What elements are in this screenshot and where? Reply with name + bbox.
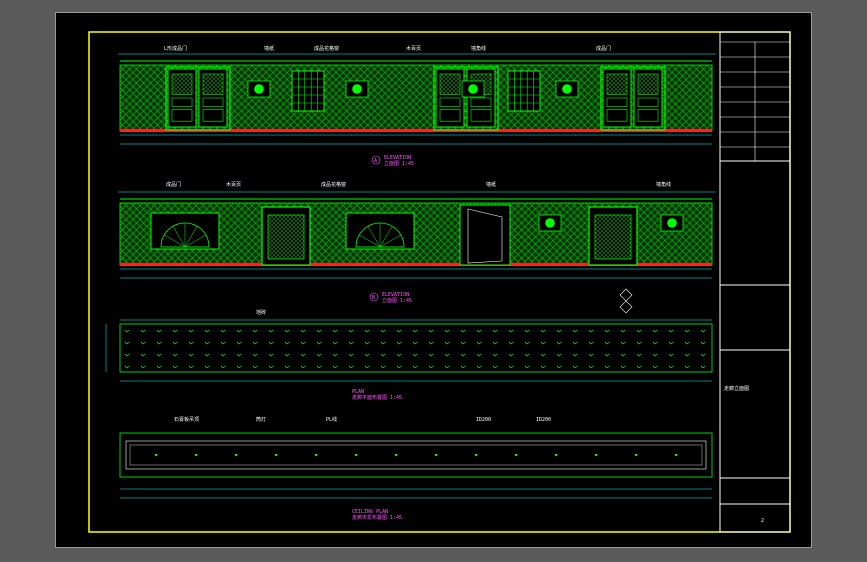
elev-b-title: ELEVATION: [382, 292, 409, 298]
ceiling-light: [154, 453, 158, 457]
elev-a-label-3: 成品花格窗: [314, 45, 339, 52]
ceiling-light: [234, 453, 238, 457]
cad-viewport[interactable]: 走廊立面图 2 L形成品门 墙纸 成品花格窗 木百页 墙角线 成品门 A ELE…: [55, 12, 812, 548]
ceiling-label-3: PL线: [326, 416, 337, 423]
elev-b-number: B: [372, 295, 375, 301]
plan-title: PLAN: [352, 389, 364, 395]
ceiling-light: [474, 453, 478, 457]
ceiling-label-5: ID200: [536, 417, 551, 423]
elev-a-label-5: 墙角线: [471, 45, 486, 52]
door-frame: [165, 66, 231, 131]
ceiling-light: [434, 453, 438, 457]
elev-a-label-6: 成品门: [596, 45, 611, 52]
ceiling-light: [554, 453, 558, 457]
elev-a-number: A: [374, 158, 377, 164]
ceiling-title: CEILING PLAN: [352, 509, 388, 515]
elev-a-subtitle: 立面图 1:45: [384, 160, 414, 167]
ceiling-light: [514, 453, 518, 457]
door-frame: [600, 66, 666, 131]
ceiling-light: [674, 453, 678, 457]
elev-b-label-3: 成品花格窗: [321, 181, 346, 188]
elev-b-label-2: 木百页: [226, 181, 241, 188]
ceiling-light: [634, 453, 638, 457]
plan-view: 地砖 PLAN 走廊平面布置图 1:45: [105, 288, 713, 401]
elev-a-label-2: 墙纸: [264, 45, 274, 52]
ceiling-light: [354, 453, 358, 457]
ceiling-label-2: 筒灯: [256, 416, 266, 423]
elev-a-label-1: L形成品门: [164, 45, 187, 52]
ceiling-plan: 石膏板吊顶 筒灯 PL线 ID200 ID200 CEILING PLAN 走廊…: [119, 416, 713, 521]
title-block-sheet-number: 2: [761, 518, 764, 524]
ceiling-light: [194, 453, 198, 457]
elevation-a: L形成品门 墙纸 成品花格窗 木百页 墙角线 成品门 A ELEVATION 立…: [118, 45, 716, 167]
drawing-sheet: 走廊立面图 2 L形成品门 墙纸 成品花格窗 木百页 墙角线 成品门 A ELE…: [88, 31, 791, 533]
title-block: 走廊立面图 2: [719, 31, 791, 533]
lattice-window: [507, 70, 541, 112]
elev-a-title: ELEVATION: [384, 155, 411, 161]
plan-subtitle: 走廊平面布置图 1:45: [352, 394, 402, 401]
elev-b-label-4: 墙纸: [486, 181, 496, 188]
lattice-window: [291, 70, 325, 112]
ceiling-label-1: 石膏板吊顶: [174, 416, 199, 423]
elev-b-label-5: 墙角线: [656, 181, 671, 188]
ceiling-subtitle: 走廊天花布置图 1:45: [352, 514, 402, 521]
title-block-project: 走廊立面图: [724, 385, 749, 392]
elev-b-label-1: 成品门: [166, 181, 181, 188]
ceiling-light: [314, 453, 318, 457]
ceiling-label-4: ID200: [476, 417, 491, 423]
door-frame: [433, 66, 499, 131]
open-doorway: [459, 204, 511, 266]
ceiling-light: [274, 453, 278, 457]
ceiling-light: [394, 453, 398, 457]
plan-label-1: 地砖: [256, 309, 266, 316]
ceiling-light: [594, 453, 598, 457]
elev-a-label-4: 木百页: [406, 45, 421, 52]
elevation-b: 成品门 木百页 成品花格窗 墙纸 墙角线 B ELEVATION 立面图 1:4…: [118, 181, 716, 304]
elev-b-subtitle: 立面图 1:45: [382, 297, 412, 304]
